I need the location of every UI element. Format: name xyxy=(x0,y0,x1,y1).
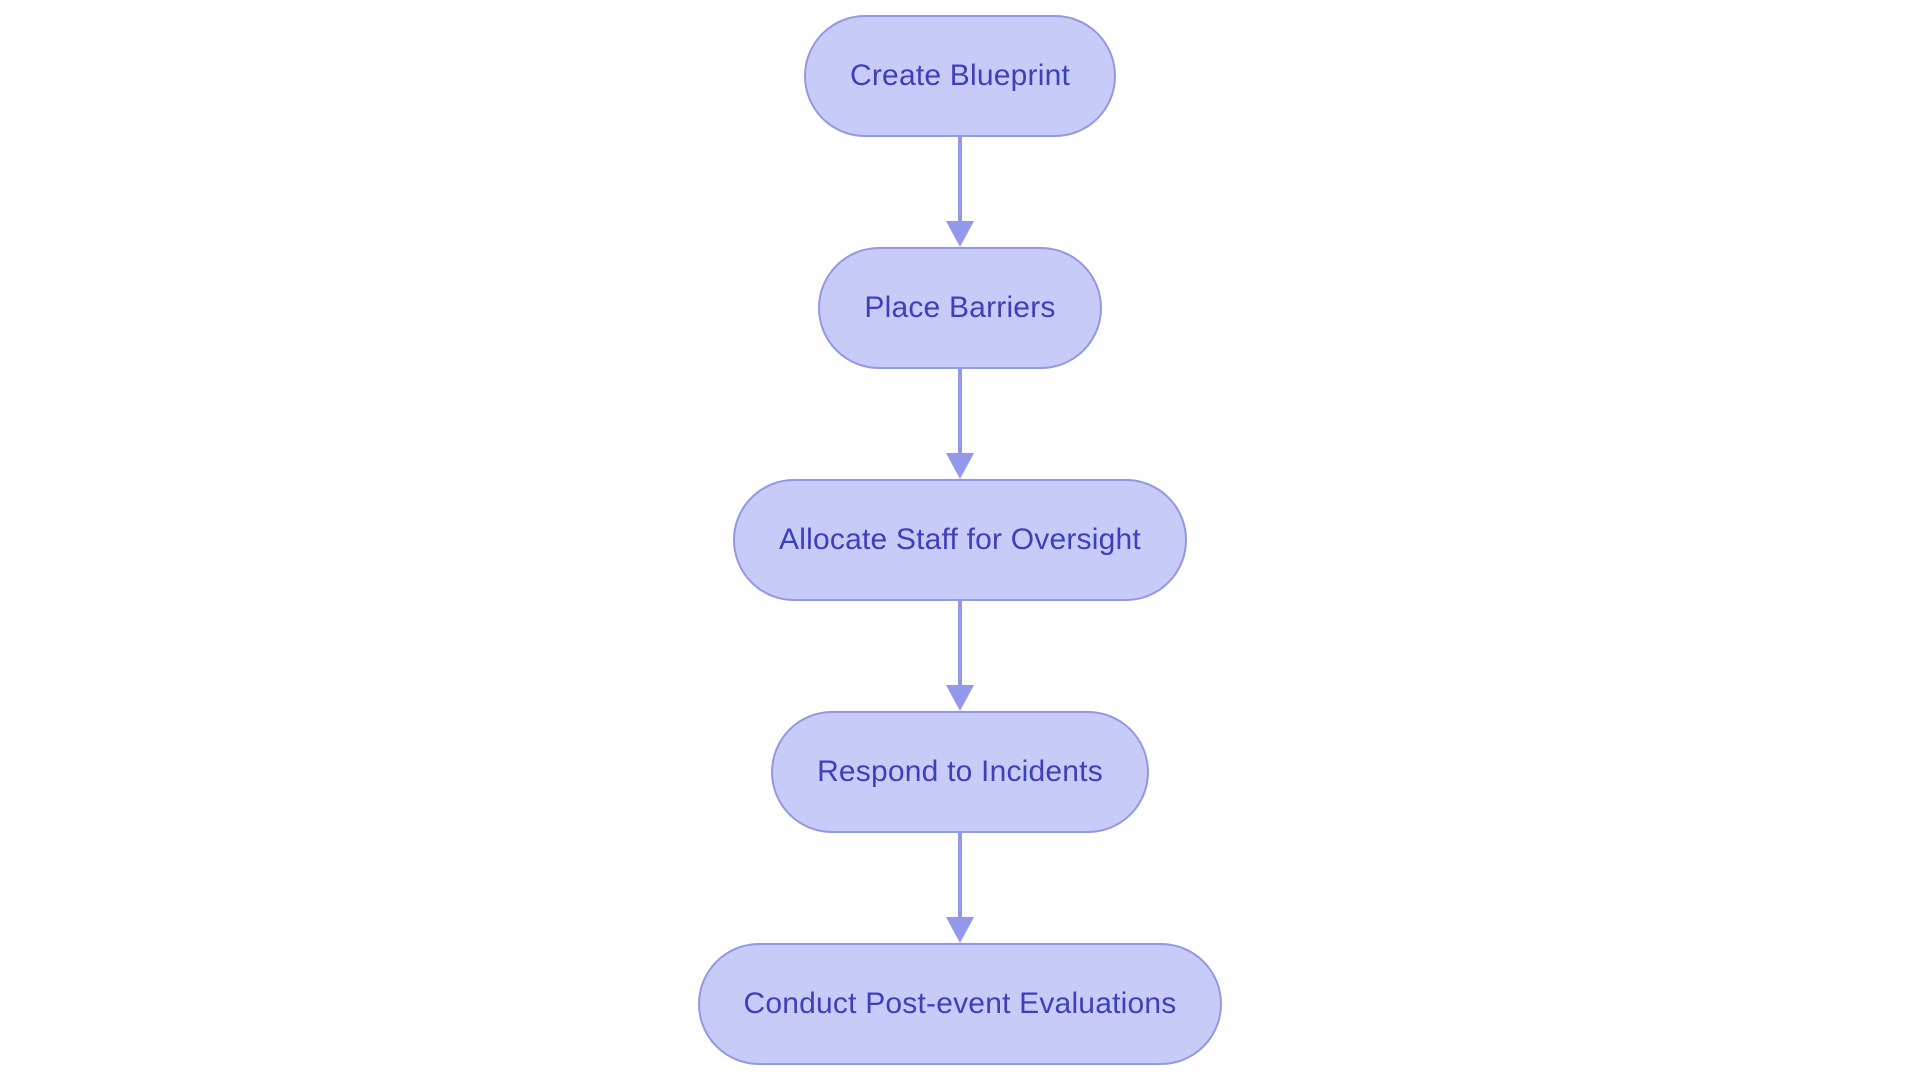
flow-node-post-event-evaluations: Conduct Post-event Evaluations xyxy=(697,943,1223,1065)
flow-node-place-barriers: Place Barriers xyxy=(818,247,1102,369)
arrowhead-icon xyxy=(946,917,974,943)
flow-node-create-blueprint: Create Blueprint xyxy=(804,15,1116,137)
flow-node-allocate-staff: Allocate Staff for Oversight xyxy=(733,479,1187,601)
flow-arrow-down-icon xyxy=(946,137,974,247)
arrowhead-icon xyxy=(946,685,974,711)
flow-node-label: Create Blueprint xyxy=(850,59,1070,92)
flow-node-respond-incidents: Respond to Incidents xyxy=(771,711,1149,833)
flow-node-label: Allocate Staff for Oversight xyxy=(779,523,1141,556)
flow-node-label: Place Barriers xyxy=(864,291,1056,324)
flow-node-label: Respond to Incidents xyxy=(817,755,1103,788)
flow-arrow-down-icon xyxy=(946,369,974,479)
flow-arrow-down-icon xyxy=(946,833,974,943)
arrowhead-icon xyxy=(946,453,974,479)
arrowhead-icon xyxy=(946,221,974,247)
flow-arrow-down-icon xyxy=(946,601,974,711)
flow-node-label: Conduct Post-event Evaluations xyxy=(743,987,1177,1020)
